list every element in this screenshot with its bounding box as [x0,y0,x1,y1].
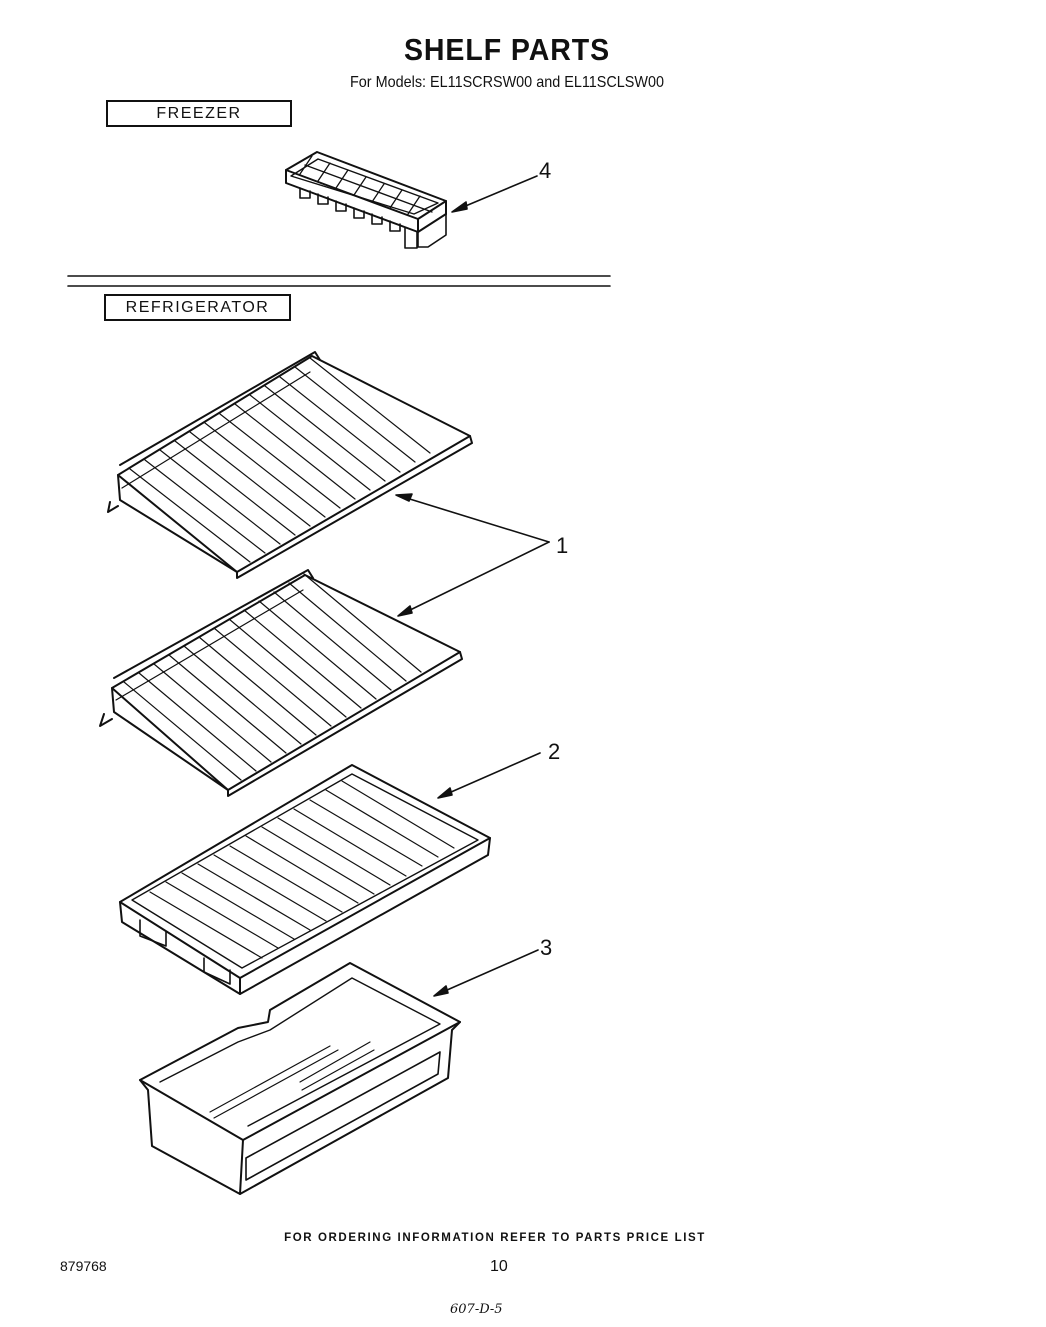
page-title: SHELF PARTS [403,32,611,67]
page-number: 10 [490,1258,508,1275]
callout-2-label: 2 [548,739,560,764]
crisper-cover-drawing [119,764,491,995]
crisper-pan-drawing [139,962,461,1195]
refrigerator-section-label: REFRIGERATOR [104,294,291,321]
freezer-section-label: FREEZER [106,100,292,127]
callout-3-leader [433,949,539,997]
callout-3-label: 3 [540,935,552,960]
callout-2-leader [437,752,541,799]
wire-shelf-upper-drawing [107,351,473,579]
handwritten-note: 607-D-5 [450,1302,503,1317]
callout-4-label: 4 [539,158,551,183]
section-divider [67,275,611,287]
models-subtitle: For Models: EL11SCRSW00 and EL11SCLSW00 [349,74,665,91]
document-number: 879768 [60,1258,107,1274]
callout-4-leader [451,175,538,213]
wire-shelf-lower-drawing [99,569,463,797]
ice-cube-tray-drawing [285,151,447,249]
ordering-note: FOR ORDERING INFORMATION REFER TO PARTS … [284,1232,706,1244]
callout-1-label: 1 [556,533,568,558]
callout-1-leaders [395,493,550,617]
